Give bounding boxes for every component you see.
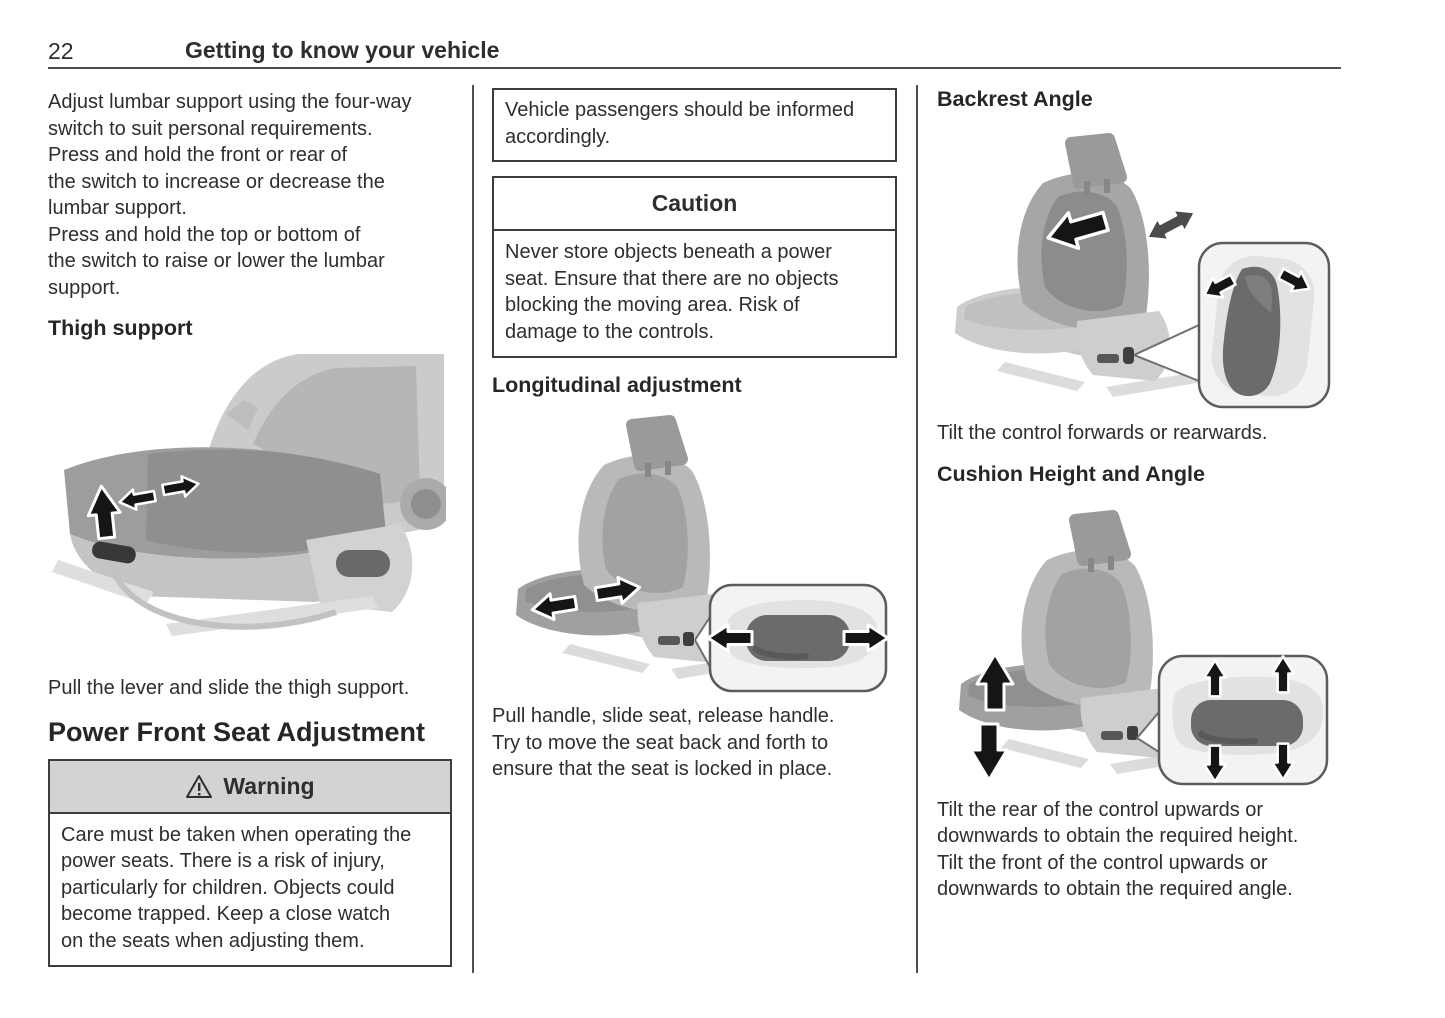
control-rear-down-arrow-icon: [1203, 743, 1227, 783]
control-front-up-arrow-icon: [1271, 654, 1295, 694]
seat-longitudinal-adjustment-illustration: [516, 415, 890, 693]
control-right-arrow-icon: [842, 623, 890, 653]
slide-back-arrow-icon: [161, 475, 200, 498]
warning-box: Warning Care must be taken when operatin…: [48, 758, 452, 967]
warning-box-title: Warning: [223, 772, 315, 799]
control-tilt-forward-arrow-icon: [1277, 267, 1311, 293]
thigh-support-caption: Pull the lever and slide the thigh suppo…: [48, 677, 410, 699]
column-separator: [472, 85, 474, 973]
slide-forward-arrow-icon: [530, 592, 579, 621]
cushion-height-heading: Cushion Height and Angle: [937, 461, 1205, 486]
warning-box-body: Care must be taken when operating the po…: [61, 823, 412, 952]
longitudinal-caption: Pull handle, slide seat, release handle.…: [492, 705, 835, 780]
control-left-arrow-icon: [706, 623, 754, 653]
seat-cushion-height-angle-illustration: [959, 509, 1329, 785]
seat-thigh-support-illustration: [52, 354, 446, 636]
backrest-angle-heading: Backrest Angle: [937, 87, 1093, 111]
column-separator: [916, 85, 918, 973]
warning-triangle-icon: [186, 774, 213, 798]
header-rule: [48, 67, 1341, 69]
backrest-sway-arrow-icon: [1146, 209, 1196, 241]
cushion-height-figure: [937, 498, 1341, 788]
control-tilt-back-arrow-icon: [1203, 273, 1237, 299]
warning-continuation-box: Vehicle passengers should be informed ac…: [492, 88, 897, 162]
right-column: Backrest Angle: [937, 85, 1341, 903]
page-number: 22: [48, 38, 74, 64]
cushion-up-arrow-icon: [975, 652, 1015, 711]
cushion-down-arrow-icon: [969, 722, 1009, 781]
backrest-angle-caption: Tilt the control forwards or rearwards.: [937, 422, 1268, 444]
backrest-angle-figure: [937, 123, 1341, 411]
warning-box-header: Warning: [50, 760, 450, 814]
chapter-title: Getting to know your vehicle: [185, 37, 500, 63]
seat-slide-control: [746, 615, 850, 661]
power-front-seat-heading: Power Front Seat Adjustment: [48, 716, 426, 747]
thigh-support-figure: [48, 352, 452, 666]
slide-forward-arrow-icon: [118, 488, 157, 511]
longitudinal-heading: Longitudinal adjustment: [492, 373, 742, 397]
thigh-support-heading: Thigh support: [48, 316, 193, 340]
caution-box-title: Caution: [651, 190, 738, 216]
seat-cushion-control: [1191, 699, 1303, 746]
caution-box: Caution Never store objects beneath a po…: [492, 176, 897, 358]
control-rear-up-arrow-icon: [1203, 658, 1227, 698]
caution-box-header: Caution: [494, 178, 895, 231]
raise-arrow-icon: [86, 484, 122, 541]
backrest-tilt-arrow-icon: [1046, 210, 1110, 250]
seat-backrest-angle-illustration: [955, 133, 1331, 409]
left-column: Adjust lumbar support using the four-way…: [48, 85, 452, 967]
cushion-height-caption: Tilt the rear of the control upwards or …: [937, 798, 1299, 901]
caution-box-body: Never store objects beneath a power seat…: [505, 241, 839, 343]
middle-column: Vehicle passengers should be informed ac…: [492, 85, 897, 783]
control-front-down-arrow-icon: [1271, 741, 1295, 781]
slide-back-arrow-icon: [593, 576, 642, 605]
longitudinal-figure: [492, 409, 897, 694]
lumbar-support-paragraph: Adjust lumbar support using the four-way…: [48, 91, 412, 299]
